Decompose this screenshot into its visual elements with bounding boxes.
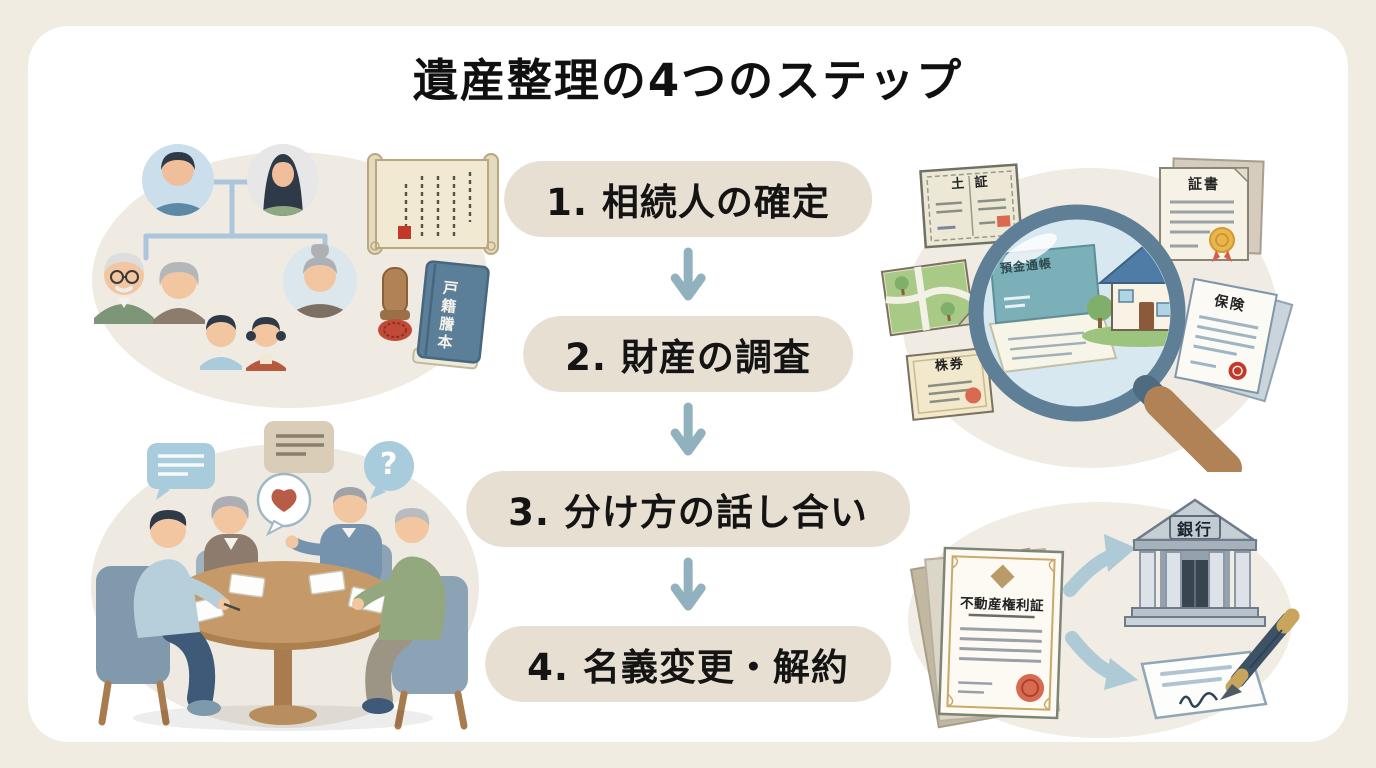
magnifying-glass bbox=[968, 204, 1242, 472]
page-title: 遺産整理の4つのステップ bbox=[412, 54, 964, 107]
step-arrow-3 bbox=[670, 547, 706, 626]
grandson-figure bbox=[200, 315, 242, 370]
heart-bubble bbox=[256, 472, 312, 537]
step-2-pill: 2. 財産の調査 bbox=[523, 316, 853, 392]
certificate-document bbox=[1159, 157, 1265, 262]
step-4-label: 4. 名義変更・解約 bbox=[527, 646, 849, 689]
map-icon bbox=[880, 259, 976, 337]
grandfather-figure bbox=[94, 253, 154, 324]
step-3-label: 3. 分け方の話し合い bbox=[508, 491, 868, 534]
name-change-scene bbox=[908, 498, 1300, 738]
question-bubble bbox=[364, 441, 414, 499]
step-1-label: 1. 相続人の確定 bbox=[546, 181, 830, 224]
family-tree-scene bbox=[92, 144, 499, 408]
question-mark-label: ? bbox=[380, 447, 398, 482]
insurance-document bbox=[1174, 277, 1294, 403]
family-register-book bbox=[412, 260, 490, 370]
family-tree-lines bbox=[143, 179, 328, 261]
illustration-name-change: 不動産権利証 銀行 bbox=[898, 488, 1322, 750]
speech-bubble-blue bbox=[147, 443, 215, 500]
will-scroll bbox=[367, 153, 499, 255]
down-arrow-icon bbox=[670, 557, 706, 610]
father-avatar bbox=[142, 144, 214, 216]
discussion-scene bbox=[91, 421, 479, 731]
steps-column: 1. 相続人の確定 2. 財産の調査 3. 分け方の話し合い 4. 名義変更・解… bbox=[466, 161, 910, 702]
grandmother2-avatar bbox=[283, 244, 357, 318]
asset-survey-scene bbox=[880, 157, 1294, 472]
pen-icon bbox=[1220, 608, 1300, 700]
scroll-seal bbox=[398, 226, 411, 239]
illustration-heir-determination: 戸籍謄本 bbox=[80, 118, 500, 413]
heart-icon bbox=[271, 489, 297, 512]
step-4-pill: 4. 名義変更・解約 bbox=[485, 626, 891, 702]
step-1-pill: 1. 相続人の確定 bbox=[504, 161, 872, 237]
stock-certificate bbox=[905, 346, 995, 421]
down-arrow-icon bbox=[670, 247, 706, 300]
lens-sheen bbox=[1003, 233, 1057, 267]
step-3-pill: 3. 分け方の話し合い bbox=[466, 471, 910, 547]
magnifier-handle bbox=[1144, 386, 1242, 472]
mother-avatar bbox=[247, 144, 319, 216]
land-certificate bbox=[919, 163, 1023, 249]
hanko-stamp-icon bbox=[378, 267, 412, 341]
certificate-label: 証書 bbox=[1188, 177, 1220, 193]
property-deed-stack bbox=[909, 546, 1065, 729]
signed-document bbox=[1140, 650, 1268, 720]
step-arrow-1 bbox=[670, 237, 706, 316]
down-arrow-icon bbox=[670, 402, 706, 455]
signature bbox=[1178, 692, 1219, 708]
step-arrow-2 bbox=[670, 392, 706, 471]
step-2-label: 2. 財産の調査 bbox=[565, 336, 811, 379]
illustration-asset-survey: 土 証 証書 預金通帳 株券 保険 bbox=[878, 140, 1302, 472]
bank-building bbox=[1124, 498, 1266, 627]
scroll-text-lines bbox=[404, 172, 472, 236]
grandmother-figure bbox=[153, 262, 205, 324]
older-man-right-figure bbox=[352, 508, 446, 714]
granddaughter-figure bbox=[246, 317, 286, 371]
bank-label: 銀行 bbox=[1176, 520, 1213, 539]
illustration-family-discussion: ? bbox=[78, 418, 502, 750]
transfer-arrows bbox=[1063, 534, 1138, 690]
young-man-figure bbox=[133, 510, 241, 716]
